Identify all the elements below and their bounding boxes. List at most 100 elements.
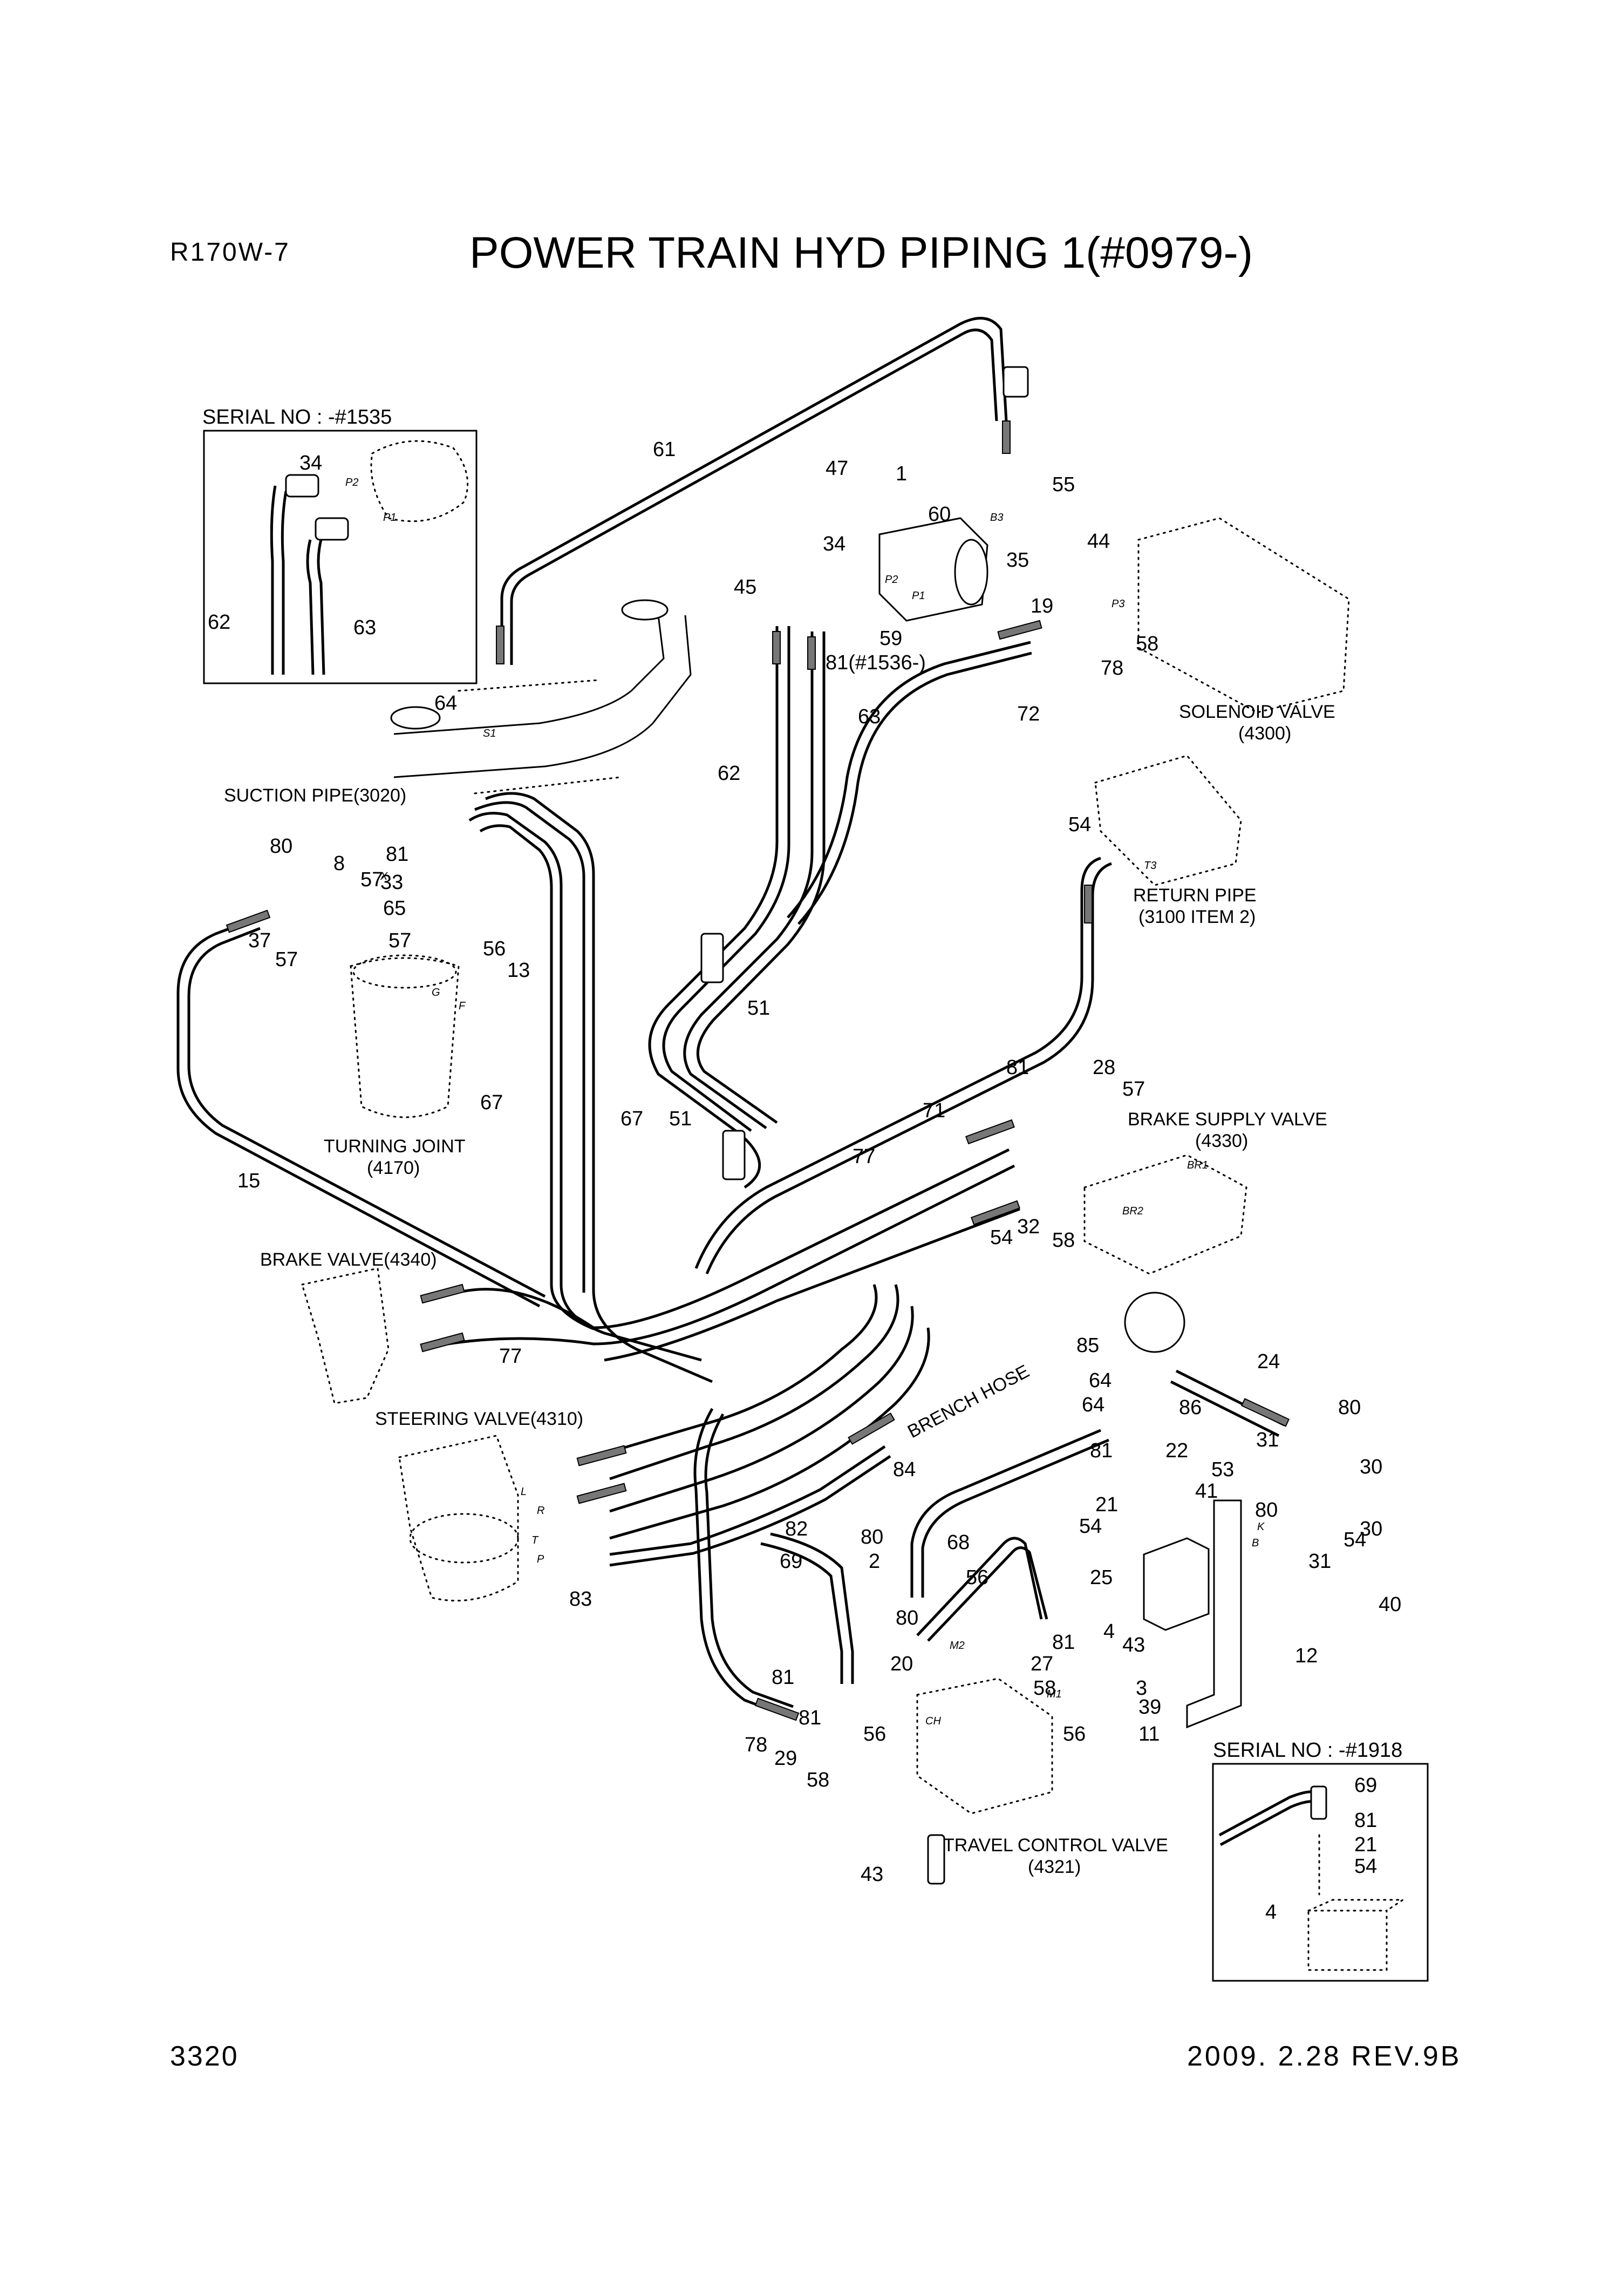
svg-text:P1: P1 [383, 512, 396, 524]
callout-19: 19 [1031, 595, 1053, 617]
return-pipe-block [1094, 755, 1242, 886]
port-mark: P [537, 1553, 544, 1565]
callout-4: 4 [1265, 1901, 1277, 1924]
hose-63 [683, 631, 814, 1130]
port-mark: B [1252, 1537, 1259, 1549]
hose-62 [648, 626, 779, 1189]
hose-77-a [447, 1148, 1010, 1329]
callout-57: 57 [388, 929, 411, 952]
callout-80: 80 [861, 1526, 883, 1548]
callout-15: 15 [237, 1170, 260, 1192]
steering-valve-body [398, 1435, 519, 1602]
callout-64: 64 [1089, 1369, 1111, 1392]
callout-44: 44 [1087, 530, 1110, 553]
callout-51: 51 [747, 997, 770, 1020]
solenoid-valve-body [1137, 517, 1350, 714]
port-mark: F [459, 1000, 466, 1012]
svg-text:P2: P2 [345, 477, 358, 488]
callout-21: 21 [1354, 1833, 1377, 1856]
callout-11: 11 [1138, 1723, 1160, 1745]
callout-81: 81 [1052, 1631, 1075, 1654]
callout-81: 81 [386, 843, 408, 866]
callout-58: 58 [807, 1769, 829, 1791]
callout-86: 86 [1179, 1396, 1202, 1419]
callout-80: 80 [896, 1607, 918, 1629]
hose-80 [910, 1429, 1101, 1598]
callout-13: 13 [507, 959, 530, 982]
callout-43: 43 [861, 1863, 883, 1886]
callout-82: 82 [785, 1518, 808, 1540]
callout-60: 60 [928, 503, 951, 526]
callout-56: 56 [1063, 1723, 1086, 1745]
callout-43: 43 [1122, 1634, 1145, 1656]
callout-34: 34 [299, 452, 322, 474]
inset-frame [203, 430, 478, 684]
callout-53: 53 [1211, 1458, 1234, 1481]
port-mark: B3 [990, 512, 1003, 524]
steering-valve-label: STEERING VALVE(4310) [375, 1409, 583, 1429]
valve-block-4 [1143, 1537, 1210, 1631]
callout-67: 67 [620, 1108, 643, 1130]
callout-22: 22 [1165, 1439, 1188, 1462]
page-number: 3320 [170, 2041, 239, 2072]
inset-serial-label-2: SERIAL NO : -#1918 [1213, 1739, 1402, 1762]
callout-72: 72 [1017, 703, 1040, 725]
port-mark: P1 [912, 590, 925, 602]
callout-29: 29 [774, 1747, 797, 1770]
callout-80: 80 [1255, 1499, 1278, 1521]
callout-12: 12 [1295, 1645, 1318, 1667]
hose-67-b [485, 792, 713, 1383]
port-mark: S1 [483, 728, 496, 739]
accumulator [1124, 1292, 1185, 1353]
callout-24: 24 [1257, 1350, 1280, 1373]
callout-64: 64 [434, 692, 457, 715]
callout-39: 39 [1138, 1696, 1161, 1718]
callout-65: 65 [383, 897, 406, 920]
fitting-43-bottom [927, 1834, 945, 1885]
callout-80: 80 [1338, 1396, 1361, 1419]
callout-57: 57 [1122, 1078, 1145, 1101]
callout-54: 54 [990, 1226, 1013, 1249]
callout-81: 81 [1090, 1439, 1113, 1462]
solenoid-valve-label: SOLENOID VALVE [1179, 702, 1335, 722]
callout-54: 54 [1354, 1855, 1377, 1878]
hose-77-b [447, 1164, 1015, 1346]
hose-78 [693, 1408, 788, 1718]
callout-64: 64 [1082, 1394, 1104, 1416]
callout-27: 27 [1031, 1653, 1053, 1675]
callout-81: 81 [1354, 1809, 1377, 1832]
return-pipe-label: RETURN PIPE [1133, 885, 1257, 906]
port-mark: M2 [950, 1640, 965, 1652]
port-mark: T [531, 1534, 539, 1546]
callout-63: 63 [353, 616, 376, 639]
hose-69 [760, 1542, 843, 1684]
turning-joint-ref: (4170) [367, 1158, 420, 1178]
callout-54: 54 [1079, 1515, 1102, 1538]
revision-date: 2009. 2.28 REV.9B [1187, 2041, 1462, 2072]
suction-pipe-label: SUCTION PIPE(3020) [224, 785, 406, 806]
pump-inset-dotted [370, 440, 469, 522]
callout-56: 56 [483, 938, 506, 960]
callout-58: 58 [1052, 1229, 1075, 1252]
brench-hose-label: BRENCH HOSE [904, 1361, 1033, 1442]
port-mark: P2 [885, 574, 898, 586]
callout-32: 32 [1017, 1215, 1040, 1238]
callout-4: 4 [1103, 1620, 1115, 1643]
turning-joint-body [350, 957, 460, 1118]
port-mark: CH [925, 1715, 941, 1727]
callout-47: 47 [826, 457, 848, 480]
turning-joint-label: TURNING JOINT [324, 1136, 466, 1157]
port-mark: K [1257, 1521, 1265, 1533]
callout-67: 67 [480, 1091, 503, 1114]
callout-57: 57 [275, 948, 298, 971]
callout-55: 55 [1052, 473, 1075, 496]
port-mark: R [537, 1505, 544, 1517]
callout-40: 40 [1379, 1593, 1401, 1616]
callout-81: 81 [772, 1666, 794, 1689]
solenoid-valve-ref: (4300) [1238, 723, 1291, 744]
callout-30: 30 [1360, 1456, 1382, 1478]
return-pipe-ref: (3100 ITEM 2) [1138, 907, 1256, 927]
inset-serial-1918: SERIAL NO : -#1918 [1212, 1739, 1429, 1982]
port-mark: BR1 [1187, 1159, 1208, 1171]
